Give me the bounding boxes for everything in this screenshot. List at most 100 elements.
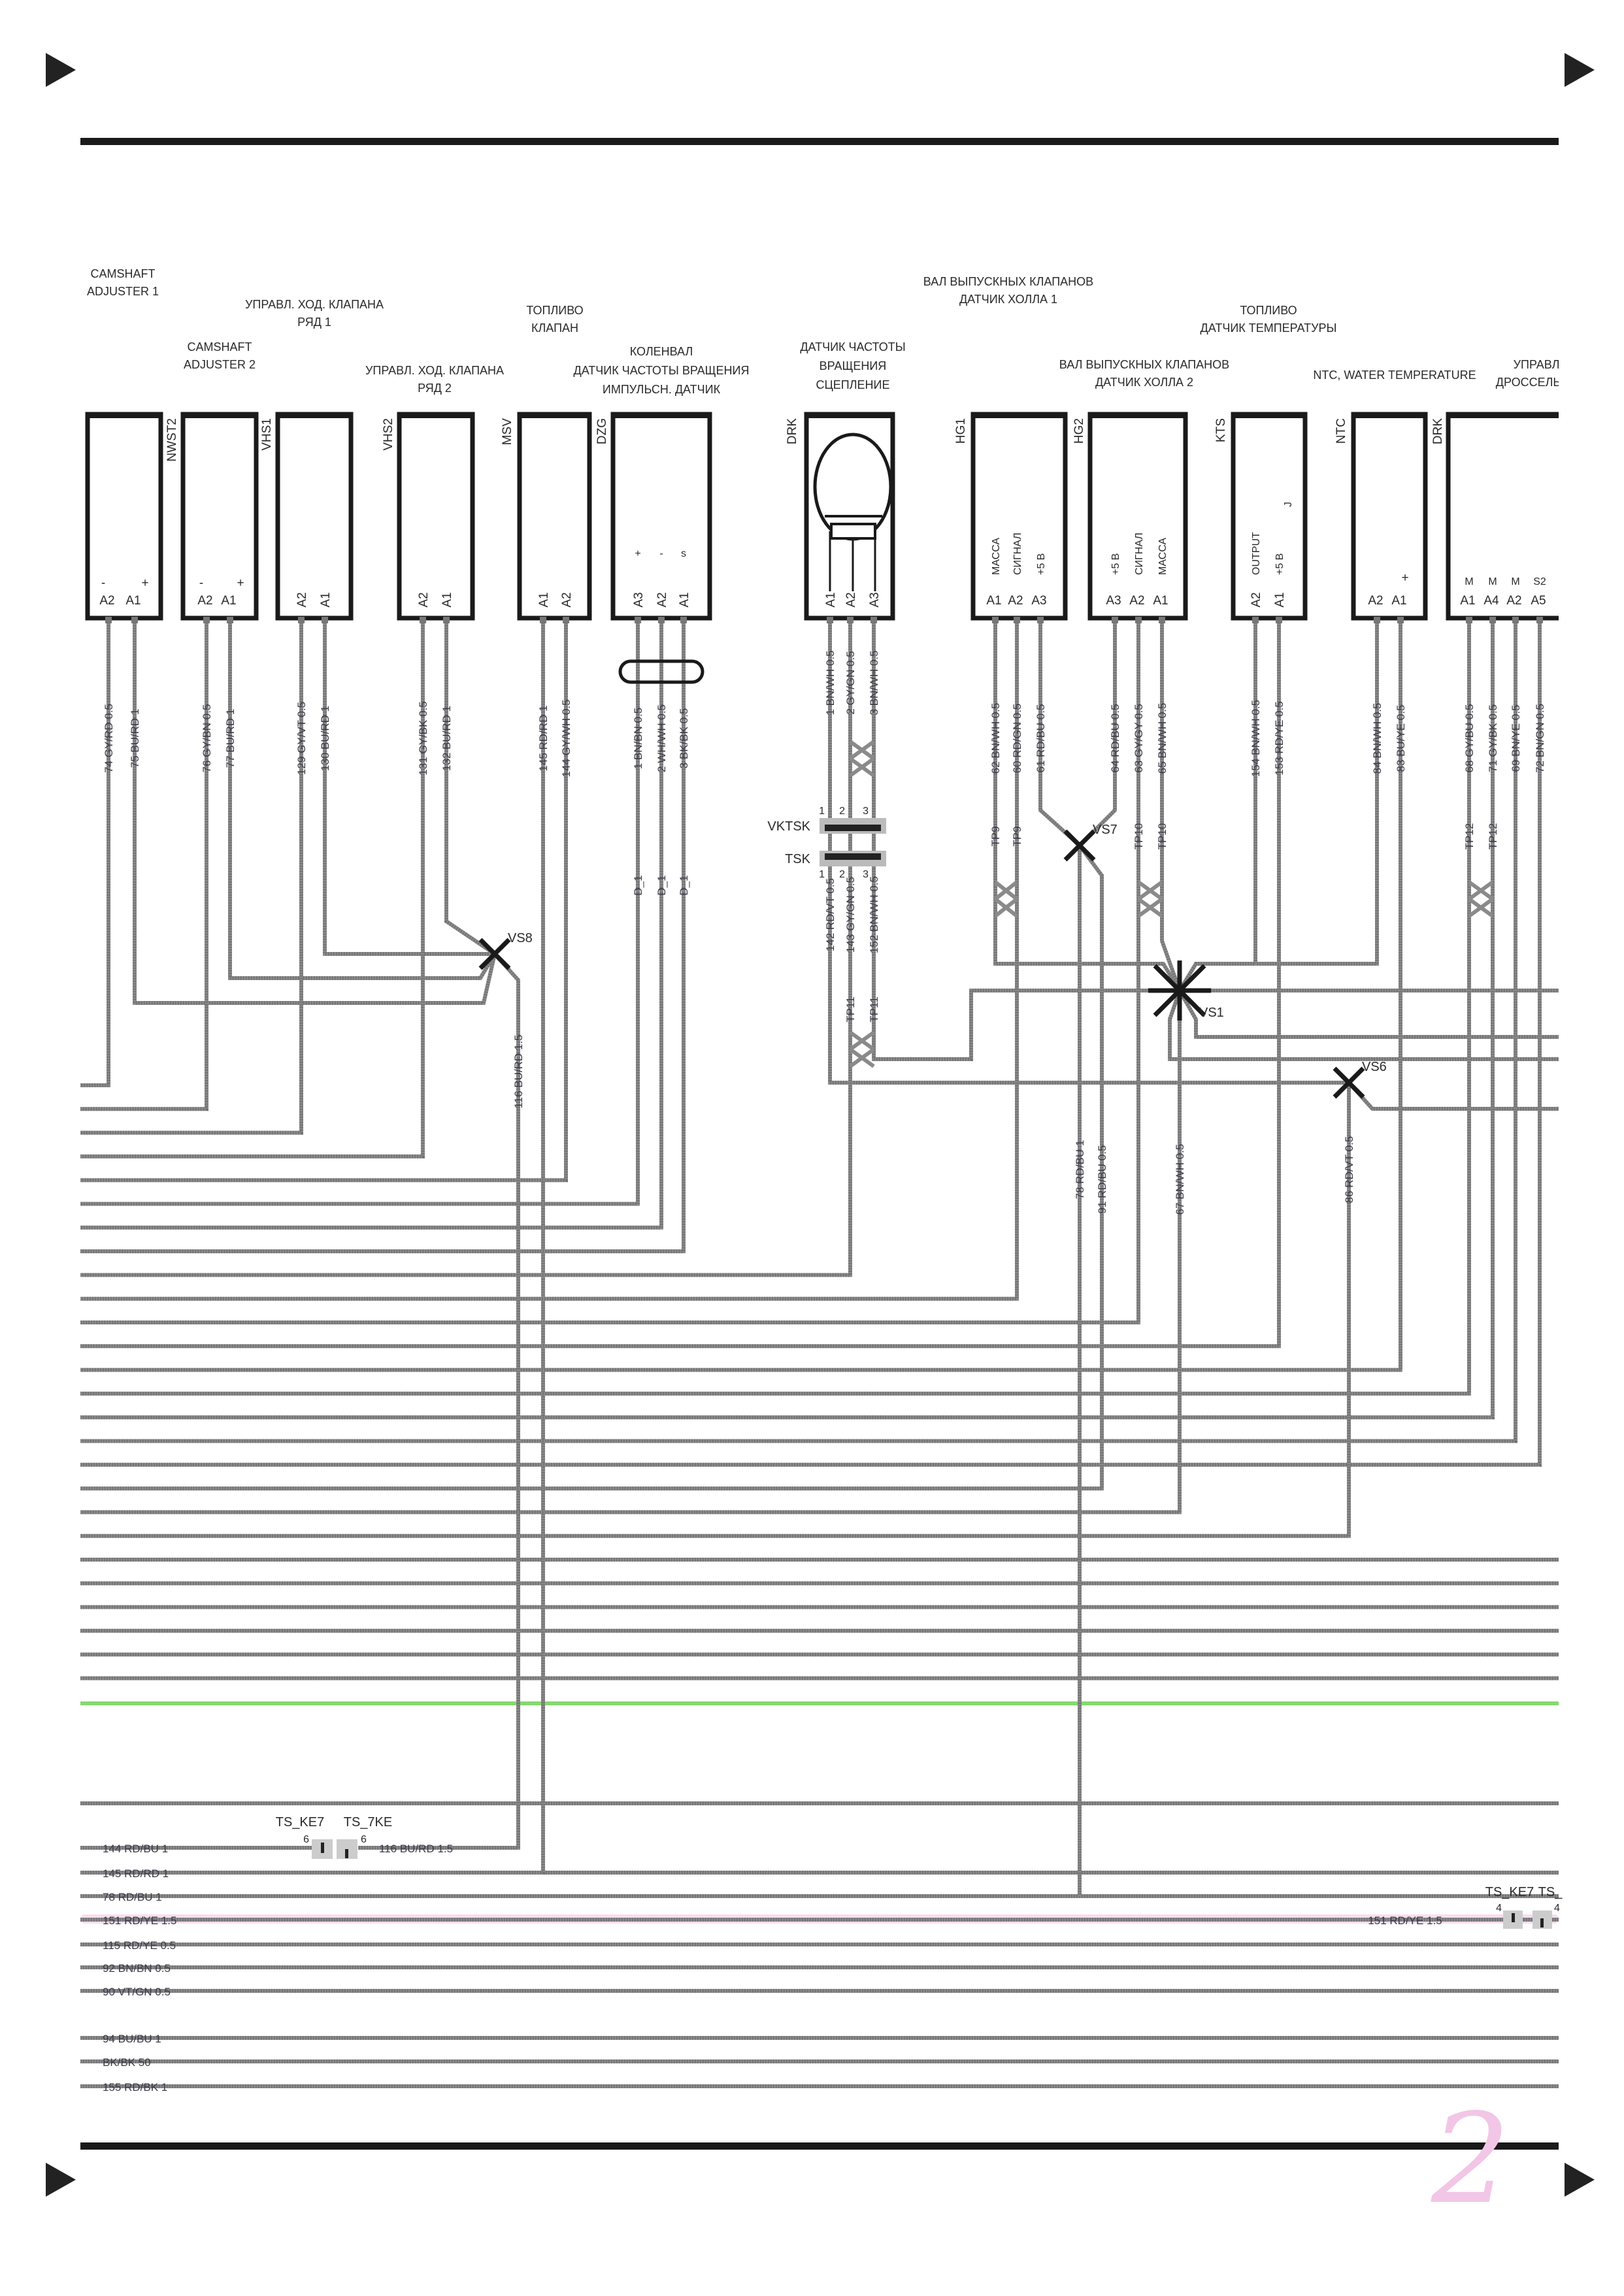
pin-label: A3: [1106, 594, 1121, 608]
wire-label: 129 GY/VT 0.5: [295, 702, 308, 775]
component-title: КОЛЕНВАЛ: [630, 345, 693, 358]
wires: [80, 620, 1559, 2088]
tsk-label: TSK: [785, 852, 811, 866]
pin-terminal: [1374, 617, 1380, 623]
twisted-pair-label: TP9: [1011, 826, 1023, 846]
scan-green-line: [80, 1701, 1559, 1705]
wire-24: [1255, 620, 1379, 966]
pin-terminal: [105, 617, 112, 623]
pin-terminal: [1037, 617, 1044, 623]
component-box-top: [399, 412, 472, 418]
component-box: [180, 412, 259, 621]
component-code: DZG: [595, 418, 609, 444]
pin-terminal: [322, 617, 328, 623]
page-corner-arrow-icon: [1565, 53, 1595, 87]
pin-function-plus: +: [237, 576, 244, 590]
vktsk-label: VKTSK: [767, 819, 810, 834]
pin-function: +5 В: [1110, 553, 1121, 575]
pin-label: A1: [986, 594, 1001, 608]
twisted-pair-label: TP10: [1133, 823, 1145, 850]
bus-wire-label: 90 VT/GN 0.5: [103, 1986, 171, 1998]
wire-label: 75 BU/RD 1: [129, 709, 141, 768]
component-box: [1087, 412, 1188, 621]
pin-label: A1: [537, 592, 551, 607]
component-box-top: [88, 412, 161, 418]
wire-24-texture: [1255, 620, 1379, 966]
pin-function: M: [1511, 576, 1519, 587]
component-box: [397, 412, 475, 621]
component-title: CAMSHAFT: [188, 340, 252, 353]
twisted-pair-label: TP12: [1463, 823, 1476, 850]
component-code: HG1: [954, 418, 968, 444]
wire-6: [80, 620, 425, 1158]
component-box: [1446, 412, 1559, 621]
pin-label: A2: [560, 592, 574, 607]
connector-pin-number: 4: [1496, 1903, 1502, 1914]
twist-tp9: [994, 897, 1018, 918]
top-rule: [80, 138, 1559, 145]
component-code: DRK: [786, 418, 799, 444]
wire-label: 145 RD/RD 1: [537, 705, 550, 771]
pin-label: A1: [824, 592, 838, 607]
pin-label: A1: [440, 592, 454, 607]
twist-tp10: [1137, 897, 1163, 918]
wire-5: [323, 620, 495, 956]
component-box-top: [1353, 412, 1425, 418]
component-box-top: [973, 412, 1065, 418]
wire-26-texture: [80, 620, 1471, 1396]
wire-vs7-91-texture: [80, 844, 1104, 1491]
vs1-splice-mark: [1148, 960, 1211, 1021]
wire-label: 154 BN/WH 0.5: [1250, 700, 1262, 777]
pin-label: A2: [844, 592, 858, 607]
bus-wire-label: 151 RD/YE 1.5: [103, 1914, 176, 1927]
wire-0-texture: [80, 620, 110, 1087]
pin-label: A5: [1531, 594, 1546, 608]
pin-terminal: [203, 617, 210, 623]
component-title: УПРАВЛ: [1514, 358, 1560, 371]
connector-pin-number: 1: [819, 806, 825, 817]
component-box: [1231, 412, 1308, 621]
bus-wire-label: 144 RD/BU 1: [103, 1843, 168, 1855]
wire-label: 83 BU/YE 0.5: [1395, 704, 1407, 772]
pin-terminal: [870, 617, 877, 623]
pin-function: s: [681, 548, 686, 559]
pin-label: A2: [1368, 594, 1383, 608]
bus-wire-label: 116 BU/RD 1.5: [379, 1843, 453, 1855]
vs8-splice-mark: [478, 938, 511, 970]
component-code: VHS2: [382, 418, 395, 451]
pin-terminal: [635, 617, 641, 623]
component-code: DRK: [1431, 418, 1445, 444]
component-title: ДАТЧИК ЧАСТОТЫ ВРАЩЕНИЯ: [574, 364, 750, 377]
component-title: ВАЛ ВЫПУСКНЫХ КЛАПАНОВ: [1059, 358, 1229, 371]
wire-label: 142 RD/VT 0.5: [824, 878, 837, 951]
wire-label: 61 RD/BU 0.5: [1035, 704, 1047, 773]
pin-terminal: [1135, 617, 1142, 623]
wire-label: 144 GY/WH 0.5: [560, 699, 572, 777]
vs6-label: VS6: [1362, 1060, 1387, 1074]
pin-label: A1: [125, 594, 141, 608]
pin-label: A1: [221, 594, 236, 608]
wire-vs6-86: [80, 1083, 1351, 1538]
twisted-pair-label: TP12: [1487, 823, 1499, 850]
connector-label: TS_KE7: [276, 1815, 324, 1829]
pin-function: СИГНАЛ: [1134, 533, 1145, 575]
wire-label: 130 BU/RD 1: [319, 706, 331, 771]
connector-pin-number: 2: [839, 869, 845, 880]
wire-label: 84 BN/WH 0.5: [1371, 703, 1384, 774]
component-title: РЯД 2: [418, 382, 452, 395]
wire-23: [80, 620, 1281, 1349]
component-box: [517, 412, 592, 621]
pin-label: A2: [197, 594, 212, 608]
vs8-label: VS8: [508, 931, 533, 945]
pin-label: A4: [1483, 594, 1499, 608]
component-code: NWST2: [165, 418, 179, 462]
pin-terminal: [1512, 617, 1519, 623]
pin-terminal: [1489, 617, 1496, 623]
wire-label: 76 GY/BN 0.5: [201, 704, 213, 773]
